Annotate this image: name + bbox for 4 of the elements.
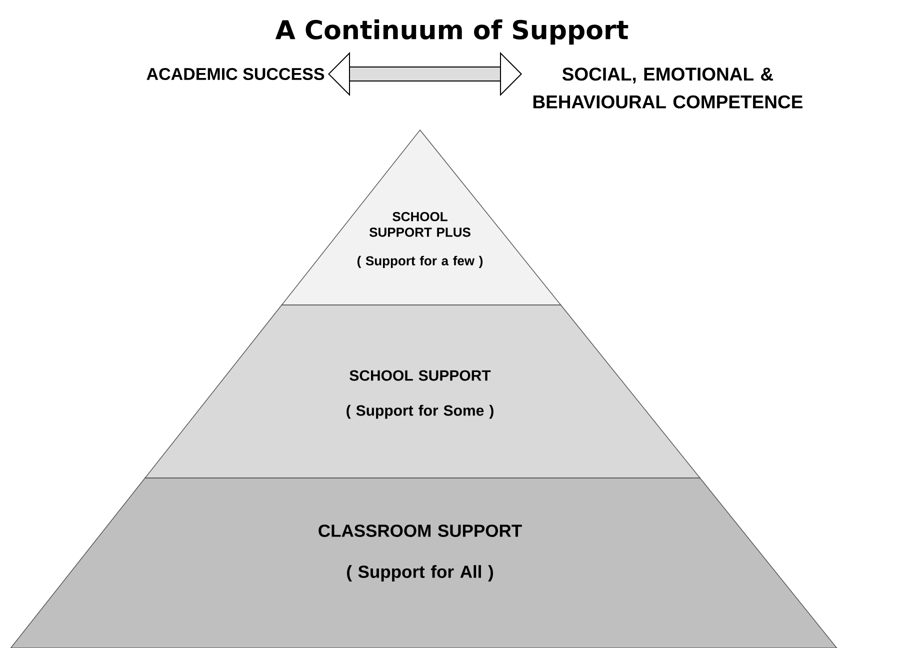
double-arrow <box>328 52 522 96</box>
heading-text: SOCIAL, EMOTIONAL & BEHAVIOURAL COMPETENCE <box>533 68 802 108</box>
heading-text: ACADEMIC SUCCESS <box>146 68 324 80</box>
title: A Continuum of Support <box>275 19 628 45</box>
